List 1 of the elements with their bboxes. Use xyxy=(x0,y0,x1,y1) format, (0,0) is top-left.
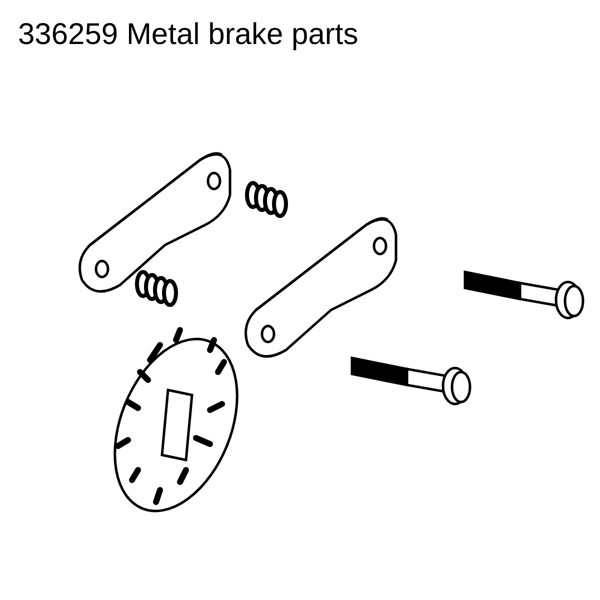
title: 336259 Metal brake parts xyxy=(18,18,358,52)
